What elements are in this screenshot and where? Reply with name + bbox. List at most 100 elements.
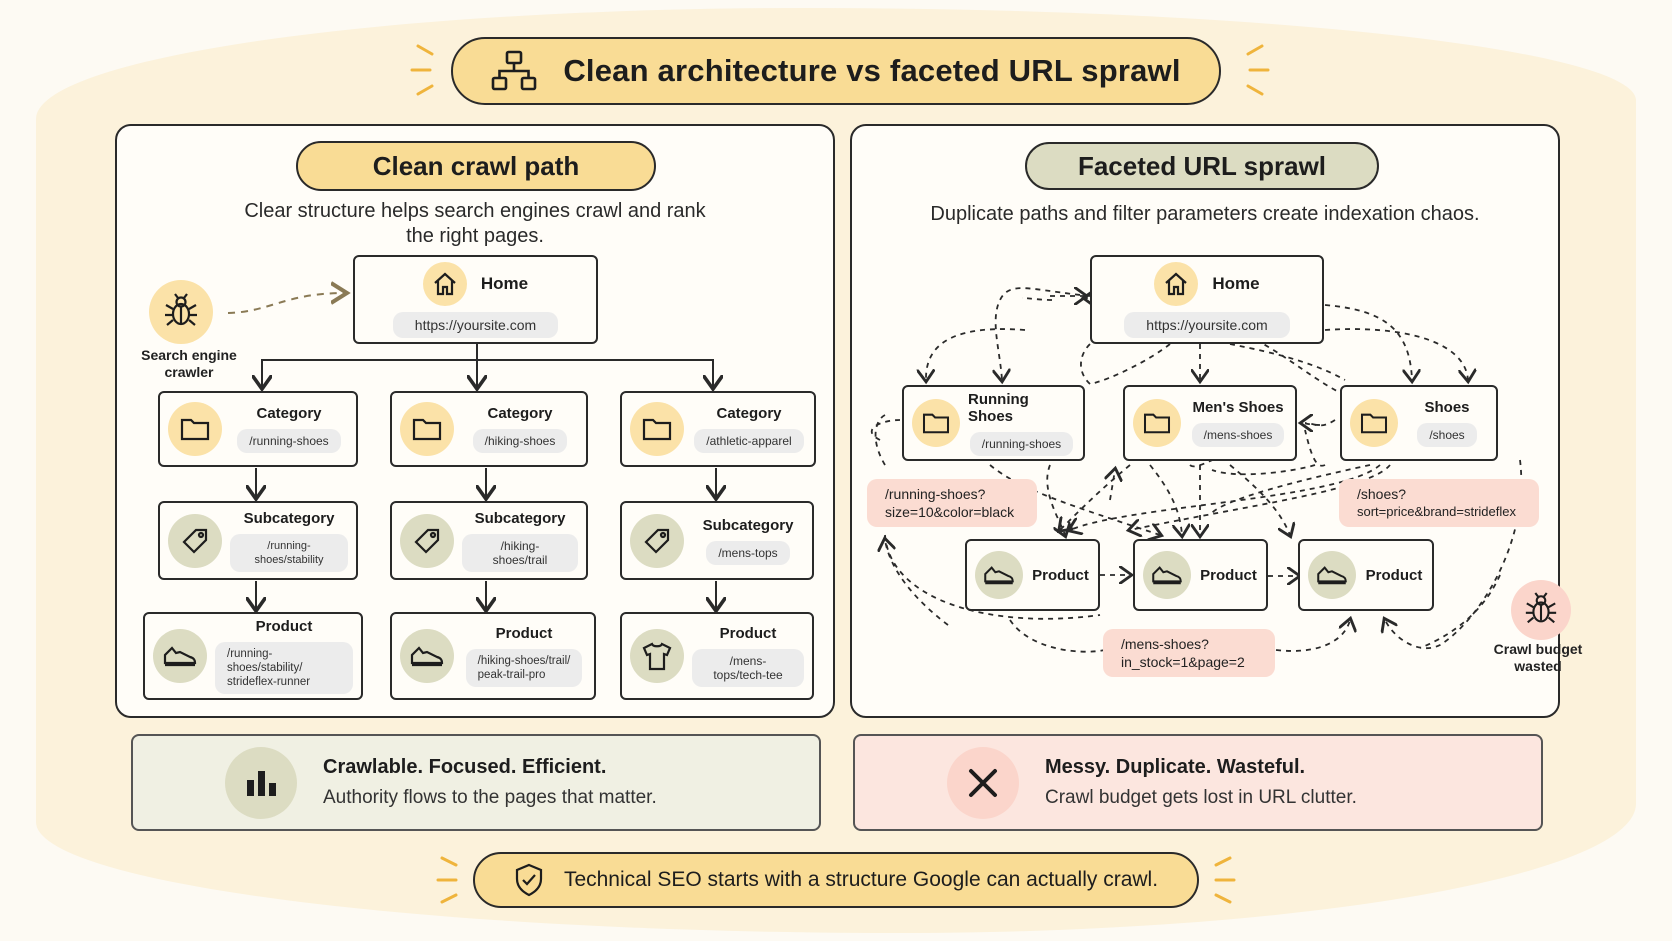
param-url-line1: /running-shoes? xyxy=(885,486,986,502)
param-url-line2: in_stock=1&page=2 xyxy=(1121,654,1245,670)
subcategory-label: Subcategory xyxy=(243,509,335,527)
title-rays xyxy=(410,44,1270,96)
sprawl-home-url: https://yoursite.com xyxy=(1124,311,1290,338)
sneaker-icon xyxy=(153,629,207,683)
product-label: Product xyxy=(1365,566,1423,584)
product-path-line1: /running-shoes/stability/ xyxy=(227,648,303,674)
good-text: Authority flows to the pages that matter… xyxy=(323,787,657,808)
sprawl-product-node[interactable]: Product xyxy=(1298,539,1434,611)
sneaker-icon xyxy=(400,629,454,683)
product-label: Product xyxy=(1200,566,1257,584)
sprawl-category-node[interactable]: Running Shoes/running-shoes xyxy=(902,385,1085,461)
category-label: Category xyxy=(487,405,553,422)
crawler-label-line1: Search engine xyxy=(141,347,237,363)
category-label: Men's Shoes xyxy=(1192,399,1284,416)
subcategory-path: /mens-tops xyxy=(706,540,790,565)
category-label: Category xyxy=(256,405,322,422)
category-path: /athletic-apparel xyxy=(694,429,804,453)
clean-subcategory-node[interactable]: Subcategory/hiking-shoes/trail xyxy=(390,501,588,580)
product-path-line1: /mens-tops/tech-tee xyxy=(692,649,804,687)
crawler-budget-icon xyxy=(1511,580,1571,640)
product-path-line2: strideflex-runner xyxy=(227,676,311,688)
sneaker-icon xyxy=(1143,551,1191,599)
sitemap-icon xyxy=(491,50,537,92)
crawl-budget-line2: wasted xyxy=(1514,658,1562,674)
product-label: Product xyxy=(719,625,777,642)
sprawl-heading: Faceted URL sprawl xyxy=(1025,142,1379,190)
crawler-icon xyxy=(149,280,213,344)
folder-icon xyxy=(1133,399,1181,447)
footer-text: Technical SEO starts with a structure Go… xyxy=(563,868,1159,891)
sprawl-category-node[interactable]: Shoes/shoes xyxy=(1340,385,1498,461)
title-pill: Clean architecture vs faceted URL sprawl xyxy=(451,37,1221,105)
category-path: /running-shoes xyxy=(237,429,341,453)
footer-rays xyxy=(436,856,1236,904)
clean-heading: Clean crawl path xyxy=(296,141,656,191)
good-result-card: Crawlable. Focused. Efficient. Authority… xyxy=(131,734,821,831)
sprawl-product-node[interactable]: Product xyxy=(965,539,1100,611)
subcategory-label: Subcategory xyxy=(474,509,566,527)
category-path: /mens-shoes xyxy=(1191,423,1285,447)
crawl-budget-line1: Crawl budget xyxy=(1493,641,1583,657)
x-icon xyxy=(947,746,1019,819)
category-path: /running-shoes xyxy=(969,431,1074,456)
subcategory-label: Subcategory xyxy=(702,516,794,534)
category-label: Running Shoes xyxy=(968,390,1029,425)
category-path: /shoes xyxy=(1417,423,1477,447)
sneaker-icon xyxy=(975,551,1023,599)
folder-icon xyxy=(912,399,960,447)
clean-subcategory-node[interactable]: Subcategory/mens-tops xyxy=(620,501,814,580)
shield-check-icon xyxy=(514,863,544,897)
sprawl-connectors xyxy=(870,0,1523,653)
clean-product-node[interactable]: Product/running-shoes/stability/stridefl… xyxy=(143,612,363,700)
clean-home-label: Home xyxy=(480,273,529,293)
tag-icon xyxy=(630,513,684,568)
clean-category-node[interactable]: Category/athletic-apparel xyxy=(620,391,816,467)
product-path-line1: /hiking-shoes/trail/ xyxy=(477,655,571,667)
clean-subtitle: Clear structure helps search engines cra… xyxy=(200,199,750,249)
param-url-tag: /shoes? sort=price&brand=strideflex xyxy=(1339,479,1539,527)
sprawl-product-node[interactable]: Product xyxy=(1133,539,1268,611)
param-url-tag: /running-shoes? size=10&color=black xyxy=(867,479,1037,527)
category-path: /hiking-shoes xyxy=(472,429,568,453)
clean-home-node[interactable]: Home https://yoursite.com xyxy=(353,255,598,344)
product-path-line2: peak-trail-pro xyxy=(477,669,546,681)
clean-product-node[interactable]: Product/mens-tops/tech-tee xyxy=(620,612,814,700)
clean-connectors xyxy=(227,0,840,720)
home-icon xyxy=(422,261,467,306)
crawl-budget-label: Crawl budget wasted xyxy=(1483,641,1593,675)
sprawl-heading-text: Faceted URL sprawl xyxy=(1077,150,1327,181)
clean-category-node[interactable]: Category/running-shoes xyxy=(158,391,358,467)
crawler-label-line2: crawler xyxy=(164,364,214,380)
clean-product-node[interactable]: Product/hiking-shoes/trail/peak-trail-pr… xyxy=(390,612,596,700)
bad-headline: Messy. Duplicate. Wasteful. xyxy=(1045,756,1306,778)
category-label: Category xyxy=(716,405,782,422)
home-icon xyxy=(1154,261,1199,306)
crawler-label: Search engine crawler xyxy=(130,347,248,381)
clean-home-url: https://yoursite.com xyxy=(392,311,559,338)
tag-icon xyxy=(168,513,222,568)
product-label: Product xyxy=(495,625,553,642)
tag-icon xyxy=(400,513,454,568)
folder-icon xyxy=(630,402,684,456)
subcategory-path: /running-shoes/stability xyxy=(230,533,348,572)
bar-chart-icon xyxy=(225,746,297,819)
clean-category-node[interactable]: Category/hiking-shoes xyxy=(390,391,588,467)
subcategory-path: /hiking-shoes/trail xyxy=(462,533,578,572)
clean-heading-text: Clean crawl path xyxy=(372,150,580,181)
good-headline: Crawlable. Focused. Efficient. xyxy=(323,756,607,778)
clean-subtitle-line1: Clear structure helps search engines cra… xyxy=(244,200,706,222)
product-label: Product xyxy=(255,618,313,635)
sprawl-category-node[interactable]: Men's Shoes/mens-shoes xyxy=(1123,385,1297,461)
category-label: Shoes xyxy=(1424,399,1470,416)
sprawl-home-node[interactable]: Home https://yoursite.com xyxy=(1090,255,1324,344)
tshirt-icon xyxy=(630,629,684,683)
param-url-tag: /mens-shoes? in_stock=1&page=2 xyxy=(1103,629,1275,677)
folder-icon xyxy=(1350,399,1398,447)
page-title: Clean architecture vs faceted URL sprawl xyxy=(563,53,1181,88)
folder-icon xyxy=(400,402,454,456)
param-url-line2: sort=price&brand=strideflex xyxy=(1357,504,1516,519)
folder-icon xyxy=(168,402,222,456)
clean-subcategory-node[interactable]: Subcategory/running-shoes/stability xyxy=(158,501,358,580)
product-label: Product xyxy=(1032,566,1089,584)
